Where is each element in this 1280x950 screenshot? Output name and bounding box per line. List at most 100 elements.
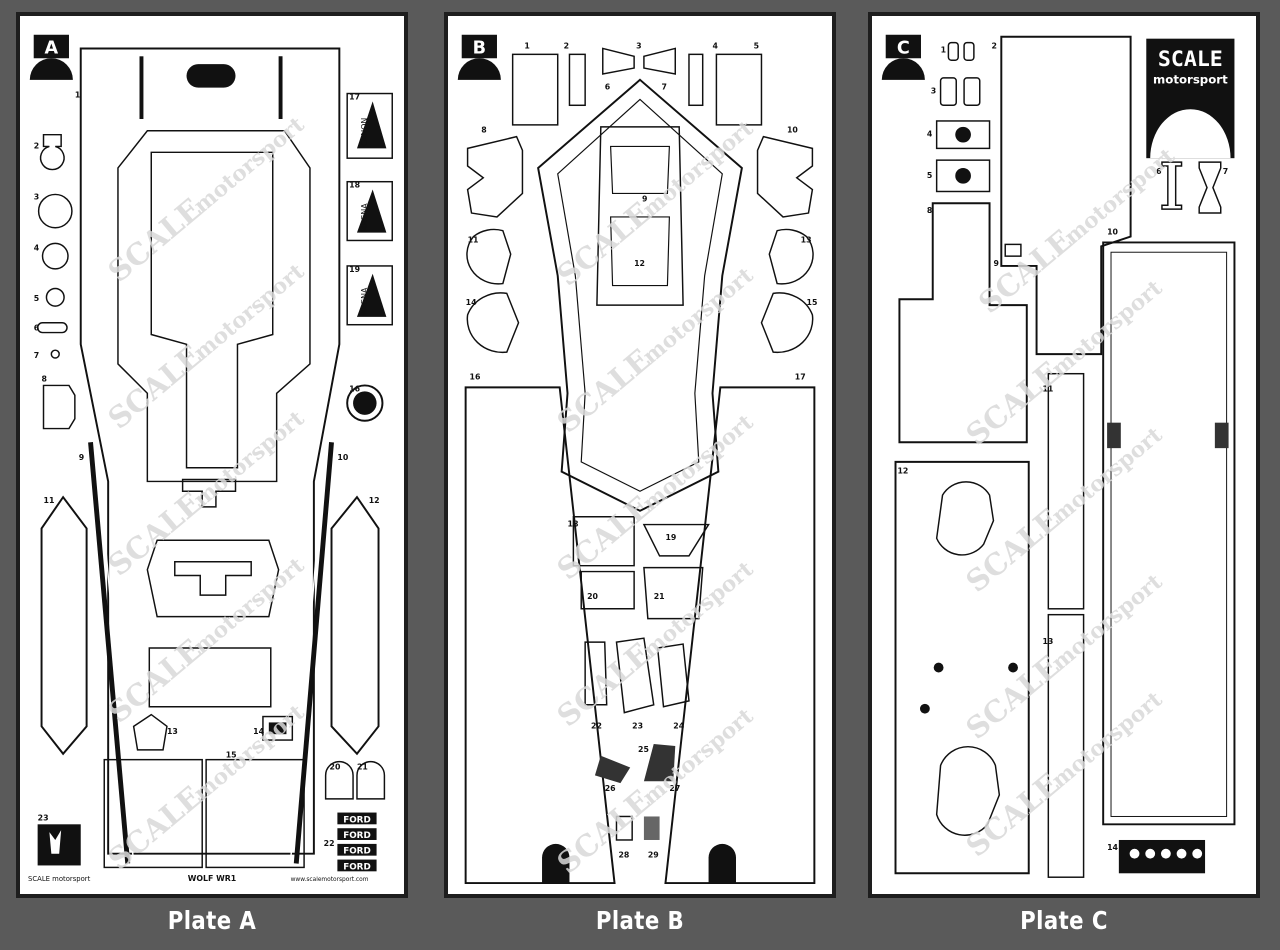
svg-text:5: 5: [34, 294, 39, 303]
plate-c-artwork: C SCALE motorsport: [881, 34, 1236, 878]
svg-text:16: 16: [470, 373, 481, 382]
svg-text:SCALE: SCALE: [959, 501, 1066, 599]
svg-text:13: 13: [801, 235, 812, 244]
svg-text:FORD: FORD: [343, 831, 371, 841]
svg-text:10: 10: [1107, 228, 1118, 237]
svg-text:2: 2: [564, 41, 569, 50]
svg-text:15: 15: [807, 298, 818, 307]
plate-a-caption: Plate A: [167, 906, 257, 935]
svg-text:motorsport: motorsport: [638, 557, 758, 663]
svg-text:12: 12: [369, 496, 380, 505]
svg-text:13: 13: [167, 727, 178, 736]
svg-text:motorsport: motorsport: [1047, 687, 1167, 793]
plate-a-letter-tab: A: [29, 34, 73, 80]
svg-text:8: 8: [927, 206, 932, 215]
svg-text:19: 19: [665, 533, 676, 542]
svg-text:8: 8: [481, 126, 486, 135]
svg-text:3: 3: [34, 192, 39, 201]
svg-text:6: 6: [605, 83, 611, 92]
svg-text:23: 23: [632, 721, 643, 730]
svg-text:SCALE: SCALE: [550, 195, 657, 293]
svg-text:24: 24: [673, 721, 684, 730]
plate-c-letter: C: [897, 38, 910, 58]
svg-text:21: 21: [357, 762, 368, 771]
svg-text:SCALE: SCALE: [959, 766, 1066, 864]
svg-text:10: 10: [337, 453, 348, 462]
svg-text:14: 14: [1107, 843, 1118, 852]
svg-text:17: 17: [349, 92, 360, 101]
svg-text:11: 11: [44, 496, 55, 505]
plate-c-logo: SCALE motorsport: [1146, 38, 1235, 159]
plate-b-left-floor: [464, 386, 616, 885]
svg-text:FORD: FORD: [343, 862, 371, 872]
svg-text:14: 14: [466, 298, 477, 307]
svg-text:SCALE: SCALE: [101, 779, 208, 877]
plate-a-footer-left: SCALE motorsport: [28, 875, 91, 883]
svg-text:SCALE: SCALE: [101, 191, 208, 289]
plate-b-part-numbers: 1 2 3 4 5 6 7 8 9 10 11 12 13 14 15 16 1…: [466, 41, 818, 859]
svg-text:motorsport: motorsport: [189, 700, 309, 806]
plate-b-caption: Plate B: [595, 906, 685, 935]
svg-text:12: 12: [634, 259, 645, 268]
plate-b-letter: B: [473, 38, 486, 58]
svg-text:FORD: FORD: [343, 847, 371, 857]
plate-a-ford-badges: FORD FORD FORD FORD: [337, 812, 377, 872]
svg-text:7: 7: [1223, 167, 1228, 176]
svg-text:29: 29: [648, 851, 659, 860]
svg-text:21: 21: [654, 592, 665, 601]
plate-b-letter-tab: B: [457, 34, 501, 80]
svg-text:4: 4: [712, 41, 718, 50]
svg-text:motorsport: motorsport: [189, 406, 309, 512]
svg-text:motorsport: motorsport: [1047, 570, 1167, 676]
svg-text:20: 20: [330, 762, 341, 771]
svg-text:SCALE: SCALE: [550, 783, 657, 881]
svg-text:9: 9: [993, 259, 998, 268]
plate-c-left-panel: [898, 202, 1028, 444]
plate-b: B: [444, 12, 836, 898]
svg-text:1: 1: [75, 90, 80, 99]
svg-text:5: 5: [927, 171, 932, 180]
svg-text:7: 7: [662, 83, 667, 92]
plate-a-right-panel: [330, 495, 380, 756]
svg-text:19: 19: [349, 265, 360, 274]
plate-a-footer-mid: WOLF WR1: [188, 874, 236, 883]
svg-text:4: 4: [927, 130, 933, 139]
svg-text:motorsport: motorsport: [1060, 144, 1180, 250]
svg-text:4: 4: [34, 243, 40, 252]
svg-text:11: 11: [468, 235, 479, 244]
plate-a-sponsor-marks: CANON MAGNA MAGNA: [346, 92, 393, 422]
svg-text:11: 11: [1042, 384, 1053, 393]
svg-text:SCALE: SCALE: [959, 354, 1066, 452]
svg-text:20: 20: [587, 592, 598, 601]
svg-text:motorsport: motorsport: [189, 112, 309, 218]
plate-c-caption: Plate C: [1020, 906, 1108, 935]
svg-text:7: 7: [34, 351, 39, 360]
svg-text:9: 9: [642, 194, 647, 203]
svg-text:MAGNA: MAGNA: [360, 203, 369, 233]
svg-text:motorsport: motorsport: [638, 116, 758, 222]
svg-text:motorsport: motorsport: [638, 410, 758, 516]
svg-text:10: 10: [787, 126, 798, 135]
plate-c: C SCALE motorsport: [868, 12, 1260, 898]
plate-c-logo-line2: motorsport: [1153, 73, 1228, 87]
plate-c-part-numbers: 1 2 3 4 5 6 7 8 9 10 11 12 13 14: [897, 41, 1228, 851]
svg-text:2: 2: [34, 141, 39, 150]
svg-text:motorsport: motorsport: [189, 553, 309, 659]
plate-b-artwork: B: [457, 34, 818, 885]
svg-text:27: 27: [669, 784, 680, 793]
svg-text:13: 13: [1042, 637, 1053, 646]
svg-text:16: 16: [349, 384, 360, 393]
svg-text:2: 2: [992, 41, 997, 50]
svg-text:3: 3: [931, 87, 936, 96]
plate-c-letter-tab: C: [881, 34, 925, 80]
svg-text:MAGNA: MAGNA: [360, 287, 369, 317]
svg-text:3: 3: [636, 41, 641, 50]
svg-text:1: 1: [524, 41, 529, 50]
svg-text:8: 8: [42, 375, 47, 384]
svg-text:1: 1: [941, 45, 946, 54]
svg-text:22: 22: [324, 839, 335, 848]
svg-text:motorsport: motorsport: [189, 259, 309, 365]
plate-b-chassis: [537, 78, 743, 512]
svg-text:23: 23: [38, 813, 49, 822]
